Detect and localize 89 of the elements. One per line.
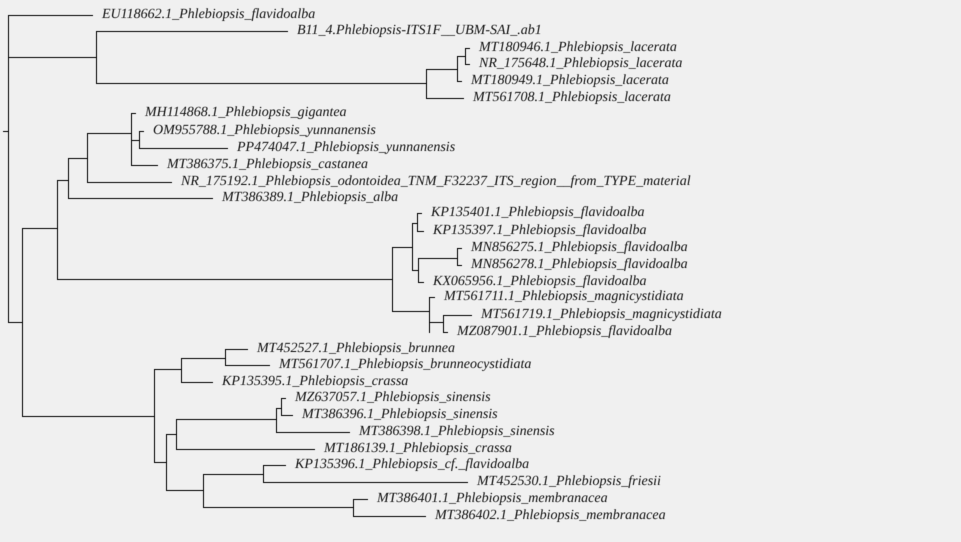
taxon-label: MZ087901.1_Phlebiopsis_flavidoalba: [456, 323, 672, 341]
tree-branch: [140, 148, 228, 149]
tree-branch: [430, 322, 444, 323]
tree-branch: [132, 165, 158, 166]
tree-branch: [154, 462, 166, 463]
tree-branch: [264, 465, 286, 466]
taxon-label: MT386402.1_Phlebiopsis_membranacea: [434, 507, 666, 525]
tree-branch: [58, 180, 68, 181]
tree-branch: [68, 158, 88, 159]
tree-branch: [140, 131, 144, 132]
tree-branch: [166, 434, 176, 435]
tree-branch: [226, 349, 248, 350]
tree-branch: [466, 48, 470, 49]
taxon-label: MT561719.1_Phlebiopsis_magnicystidiata: [480, 306, 722, 324]
taxon-label: KP135397.1_Phlebiopsis_flavidoalba: [432, 222, 646, 240]
tree-branch: [132, 113, 136, 114]
tree-branch: [458, 265, 462, 266]
tree-branch: [282, 415, 294, 416]
tree-branch: [132, 140, 140, 141]
taxon-label: MN856278.1_Phlebiopsis_flavidoalba: [470, 256, 688, 274]
tree-branch: [226, 365, 270, 366]
taxon-label: MT386396.1_Phlebiopsis_sinensis: [300, 406, 498, 424]
tree-branch: [68, 198, 214, 199]
taxon-label: MN856275.1_Phlebiopsis_flavidoalba: [470, 239, 688, 257]
taxon-label: MT561708.1_Phlebiopsis_lacerata: [472, 89, 671, 107]
tree-branch: [282, 398, 286, 399]
taxon-label: OM955788.1_Phlebiopsis_yunnanensis: [152, 122, 376, 140]
taxon-label: MT386398.1_Phlebiopsis_sinensis: [358, 423, 555, 441]
tree-branch: [204, 474, 264, 475]
taxon-label: MT180949.1_Phlebiopsis_lacerata: [470, 72, 669, 90]
tree-branch: [458, 248, 462, 249]
tree-branch: [466, 64, 470, 65]
tree-branch: [182, 358, 226, 359]
tree-branch: [22, 228, 58, 229]
tree-branch: [166, 490, 204, 491]
taxon-label: MT180946.1_Phlebiopsis_lacerata: [478, 39, 677, 57]
taxon-label: KX065956.1_Phlebiopsis_flavidoalba: [432, 273, 646, 290]
taxon-label: MT452527.1_Phlebiopsis_brunnea: [256, 340, 455, 358]
taxon-label: B11_4.Phlebiopsis-ITS1F__UBM-SAI_.ab1: [296, 22, 542, 40]
tree-branch: [392, 311, 430, 312]
tree-branch: [8, 322, 22, 323]
tree-branch: [430, 297, 436, 298]
tree-branch: [354, 516, 426, 517]
taxon-label: NR_175648.1_Phlebiopsis_lacerata: [478, 55, 682, 73]
tree-branch: [8, 15, 94, 16]
tree-branch: [8, 57, 96, 58]
tree-branch: [22, 416, 154, 417]
taxon-label: EU118662.1_Phlebiopsis_flavidoalba: [100, 6, 316, 24]
tree-branch: [176, 419, 276, 420]
tree-branch: [264, 482, 468, 483]
tree-branch: [418, 282, 424, 283]
taxon-label: NR_175192.1_Phlebiopsis_odontoidea_TNM_F32237_ITS_region__from_TYPE_material: [180, 173, 691, 191]
taxon-label: MZ637057.1_Phlebiopsis_sinensis: [294, 389, 491, 407]
tree-branch: [276, 408, 282, 409]
tree-branch: [176, 449, 316, 450]
taxon-label: PP474047.1_Phlebiopsis_yunnanensis: [236, 139, 456, 157]
tree-branch: [392, 247, 412, 248]
tree-branch: [204, 507, 354, 508]
tree-branch: [412, 223, 418, 224]
tree-branch: [276, 432, 350, 433]
tree-branch: [96, 31, 288, 32]
taxon-label: MT386375.1_Phlebiopsis_castanea: [166, 156, 368, 174]
taxon-label: MT386389.1_Phlebiopsis_alba: [220, 189, 398, 207]
taxon-label: KP135396.1_Phlebiopsis_cf._flavidoalba: [294, 456, 530, 474]
tree-branch: [444, 315, 472, 316]
tree-branch: [418, 213, 422, 214]
taxon-label: MT186139.1_Phlebiopsis_crassa: [322, 440, 512, 458]
tree-branch: [182, 382, 214, 383]
taxon-label: KP135401.1_Phlebiopsis_flavidoalba: [430, 204, 644, 222]
tree-branch: [96, 83, 426, 84]
taxon-label: MT561707.1_Phlebiopsis_brunneocystidiata: [278, 356, 532, 374]
tree-branch: [444, 332, 448, 333]
tree-branch: [458, 81, 462, 82]
tree-branch: [354, 499, 368, 500]
taxon-label: MT386401.1_Phlebiopsis_membranacea: [376, 490, 608, 508]
tree-branch: [426, 98, 464, 99]
tree-branch: [418, 258, 458, 259]
tree-branch: [88, 133, 132, 134]
tree-branch: [88, 182, 172, 183]
tree-branch: [418, 231, 424, 232]
tree-branch: [426, 69, 458, 70]
tree-branch: [154, 369, 182, 370]
tree-branch: [412, 270, 418, 271]
taxon-label: MH114868.1_Phlebiopsis_gigantea: [144, 104, 347, 122]
taxon-label: MT561711.1_Phlebiopsis_magnicystidiata: [442, 288, 684, 306]
tree-branch: [458, 56, 466, 57]
taxon-label: MT452530.1_Phlebiopsis_friesii: [476, 473, 661, 491]
taxon-label: KP135395.1_Phlebiopsis_crassa: [220, 373, 408, 391]
tree-branch: [58, 279, 392, 280]
